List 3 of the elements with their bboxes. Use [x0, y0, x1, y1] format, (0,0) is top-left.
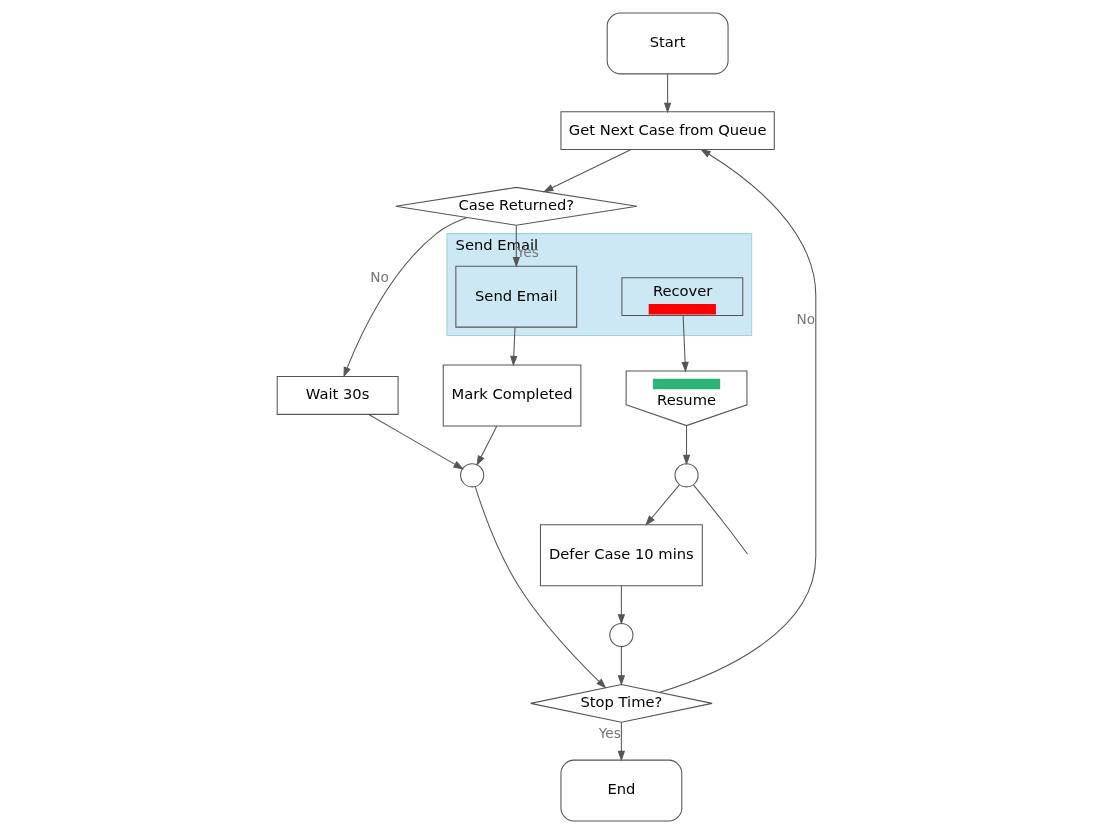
edge-label: Yes [598, 724, 621, 741]
edge-label: No [796, 311, 816, 328]
edge-label: No [370, 269, 389, 286]
